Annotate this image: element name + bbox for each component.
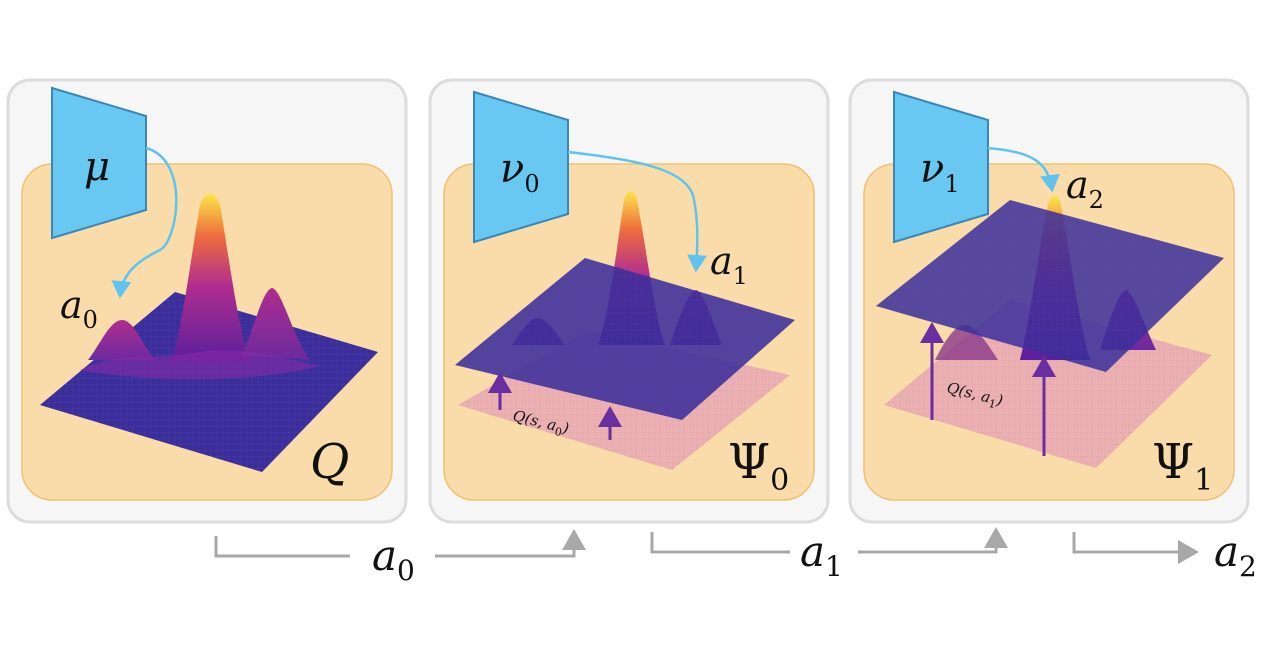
panel-psi0: Q(s, a0) ν0 a1 Ψ0 [428, 78, 830, 524]
action-flow: a0 a1 a2 [214, 527, 1257, 587]
network-nu1-block [893, 90, 989, 244]
network-to-action-arrow [567, 150, 707, 273]
network-mu-label: μ [84, 144, 110, 190]
panel-q: μ a0 Q [6, 78, 408, 524]
flow-label-a0: a0 [372, 531, 415, 587]
flow-label-a1: a1 [800, 527, 843, 583]
network-mu-block [51, 86, 147, 240]
flow-arrow-a2 [1072, 532, 1199, 564]
corner-label-psi0: Ψ0 [728, 434, 789, 498]
network-to-action-arrow [111, 146, 178, 299]
network-nu1-label: ν1 [920, 146, 960, 198]
network-nu0-block [473, 90, 569, 244]
action-label-a1: a1 [710, 239, 748, 290]
corner-label-q: Q [310, 434, 349, 490]
action-label-a2: a2 [1066, 163, 1104, 214]
network-nu0-label: ν0 [500, 146, 540, 198]
flow-label-a2: a2 [1214, 527, 1257, 583]
q-surface [40, 193, 378, 472]
corner-label-psi1: Ψ1 [1152, 434, 1213, 498]
flow-arrow-a1 [650, 530, 996, 554]
panel-psi1: Q(s, a1) ν1 a2 Ψ1 [848, 78, 1250, 524]
flow-arrow-a0 [214, 532, 574, 558]
action-label-a0: a0 [60, 283, 98, 334]
network-to-action-arrow [987, 146, 1060, 193]
